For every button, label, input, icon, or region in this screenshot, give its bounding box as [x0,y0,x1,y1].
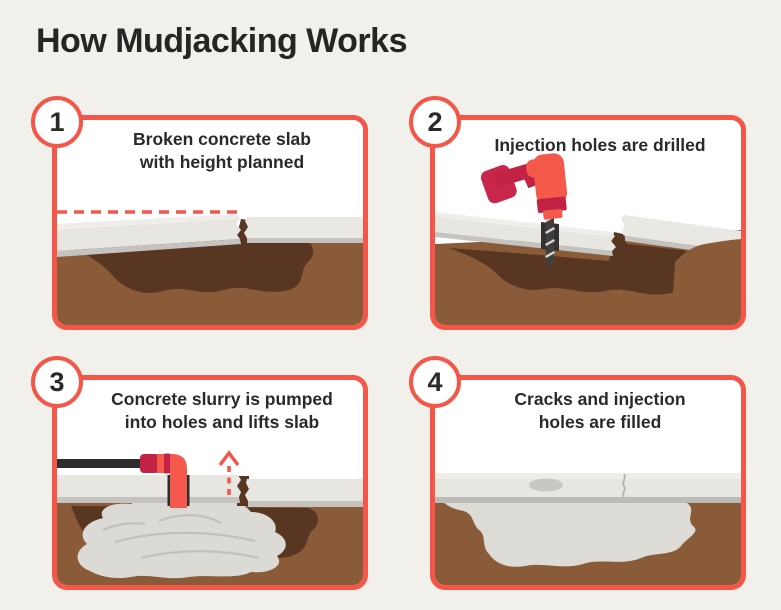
panel-4-illustration [435,473,741,585]
panel-2-illustration [435,153,741,325]
panel-caption: Cracks and injection holes are filled [514,389,686,432]
panel-2-frame: Injection holes are drilled [430,115,746,330]
panel-4: Cracks and injection holes are filled 4 [409,356,746,590]
panel-2: Injection holes are drilled 2 [409,96,746,330]
step-number-badge: 3 [31,356,83,408]
slurry-mound [77,494,286,579]
pipe-hole-edge [187,475,190,506]
pipe-hole-edge [167,475,170,506]
slab-top-highlight [57,214,236,230]
panel-caption: Injection holes are drilled [494,135,706,155]
hose-icon [57,459,143,468]
lift-arrow-icon [218,450,240,500]
panel-caption: Broken concrete slab with height planned [133,129,311,172]
filled-crack [622,473,626,498]
panel-3: Concrete slurry is pumped into holes and… [31,356,368,590]
slab-left [57,475,241,497]
panel-caption: Concrete slurry is pumped into holes and… [111,389,333,432]
slab-edge [435,497,741,503]
page-title: How Mudjacking Works [36,22,407,60]
drill-icon [480,153,568,220]
slab-top-highlight [435,473,741,479]
crack-gap [237,476,249,506]
pipe-seam [164,453,170,474]
slab-right [621,215,741,252]
panel-3-frame: Concrete slurry is pumped into holes and… [52,375,368,590]
patched-hole [529,478,563,492]
drill-bit [545,210,555,269]
slurry-fill [443,502,696,567]
slab-left-edge [57,239,241,257]
slab-right [244,217,363,238]
void-under-slab [449,232,696,295]
slab-left-edge [57,497,240,503]
slab-left-edge [435,232,613,256]
slab-right [245,479,363,501]
panel-1-frame: Broken concrete slab with height planned [52,115,368,330]
step-number-badge: 4 [409,356,461,408]
slab-right-edge [248,501,363,507]
step-number-badge: 1 [31,96,83,148]
slab-right-edge [247,238,363,243]
slab-top-highlight [435,212,611,237]
panel-1: Broken concrete slab with height planned… [31,96,368,330]
void-under-slab [67,219,314,293]
panel-3-illustration [57,450,363,585]
hose-coupler [140,454,159,473]
soil-front-right [671,239,741,325]
panel-1-illustration [57,210,363,325]
step-number-badge: 2 [409,96,461,148]
panel-4-frame: Cracks and injection holes are filled [430,375,746,590]
